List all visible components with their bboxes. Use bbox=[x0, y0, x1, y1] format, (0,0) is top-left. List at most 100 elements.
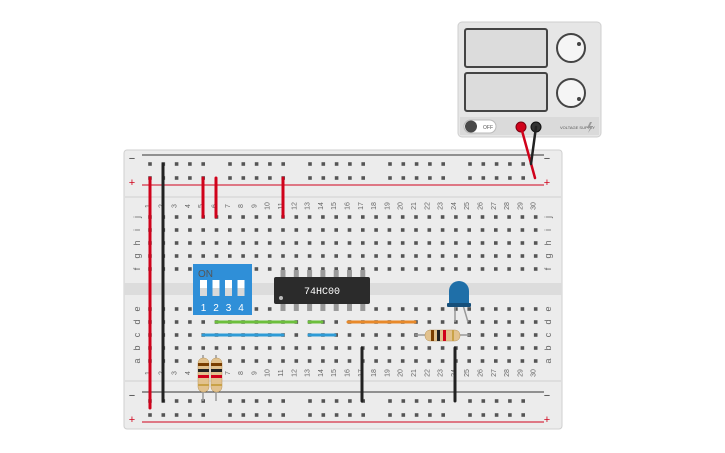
hole[interactable] bbox=[427, 307, 432, 311]
hole[interactable] bbox=[241, 241, 245, 245]
hole[interactable] bbox=[440, 254, 445, 258]
hole[interactable] bbox=[520, 254, 525, 258]
hole[interactable] bbox=[427, 215, 432, 219]
hole[interactable] bbox=[307, 241, 312, 245]
hole[interactable] bbox=[214, 228, 219, 232]
hole[interactable] bbox=[267, 359, 272, 363]
rail-hole[interactable] bbox=[441, 162, 445, 166]
hole[interactable] bbox=[334, 254, 338, 258]
hole[interactable] bbox=[294, 241, 299, 245]
rail-hole[interactable] bbox=[401, 399, 406, 403]
hole[interactable] bbox=[321, 267, 325, 271]
hole[interactable] bbox=[321, 346, 325, 350]
hole[interactable] bbox=[374, 346, 378, 350]
hole[interactable] bbox=[494, 215, 498, 219]
hole[interactable] bbox=[467, 359, 471, 363]
hole[interactable] bbox=[533, 241, 538, 245]
hole[interactable] bbox=[174, 267, 179, 271]
hole[interactable] bbox=[174, 307, 179, 311]
hole[interactable] bbox=[533, 359, 538, 363]
hole[interactable] bbox=[387, 267, 392, 271]
rail-hole[interactable] bbox=[281, 162, 285, 166]
rail-hole[interactable] bbox=[174, 162, 179, 166]
hole[interactable] bbox=[267, 267, 272, 271]
hole[interactable] bbox=[361, 241, 365, 245]
rail-hole[interactable] bbox=[254, 162, 259, 166]
rail-hole[interactable] bbox=[508, 176, 512, 180]
hole[interactable] bbox=[307, 346, 312, 350]
hole[interactable] bbox=[440, 215, 445, 219]
rail-hole[interactable] bbox=[508, 399, 512, 403]
hole[interactable] bbox=[480, 307, 485, 311]
hole[interactable] bbox=[414, 228, 418, 232]
rail-hole[interactable] bbox=[428, 399, 432, 403]
rail-hole[interactable] bbox=[241, 176, 246, 180]
hole[interactable] bbox=[188, 215, 192, 219]
hole[interactable] bbox=[174, 320, 179, 324]
hole[interactable] bbox=[480, 241, 485, 245]
hole[interactable] bbox=[374, 307, 378, 311]
hole[interactable] bbox=[241, 346, 245, 350]
hole[interactable] bbox=[507, 346, 511, 350]
resistor-vertical-1[interactable] bbox=[197, 355, 210, 401]
hole[interactable] bbox=[387, 228, 392, 232]
hole[interactable] bbox=[241, 254, 245, 258]
hole[interactable] bbox=[533, 267, 538, 271]
hole[interactable] bbox=[507, 359, 511, 363]
hole[interactable] bbox=[480, 228, 485, 232]
hole[interactable] bbox=[321, 228, 325, 232]
hole[interactable] bbox=[427, 254, 432, 258]
hole[interactable] bbox=[494, 359, 498, 363]
hole[interactable] bbox=[520, 359, 525, 363]
rail-hole[interactable] bbox=[441, 399, 445, 403]
hole[interactable] bbox=[188, 241, 192, 245]
rail-hole[interactable] bbox=[321, 162, 326, 166]
hole[interactable] bbox=[174, 228, 179, 232]
hole[interactable] bbox=[254, 254, 259, 258]
hole[interactable] bbox=[228, 215, 232, 219]
hole[interactable] bbox=[201, 346, 205, 350]
rail-hole[interactable] bbox=[428, 176, 432, 180]
hole[interactable] bbox=[480, 346, 485, 350]
rail-hole[interactable] bbox=[201, 162, 205, 166]
hole[interactable] bbox=[520, 333, 525, 337]
hole[interactable] bbox=[387, 215, 392, 219]
hole[interactable] bbox=[454, 215, 458, 219]
hole[interactable] bbox=[387, 307, 392, 311]
hole[interactable] bbox=[427, 359, 432, 363]
hole[interactable] bbox=[228, 228, 232, 232]
hole[interactable] bbox=[400, 215, 405, 219]
hole[interactable] bbox=[533, 346, 538, 350]
rail-hole[interactable] bbox=[361, 162, 365, 166]
hole[interactable] bbox=[440, 359, 445, 363]
hole[interactable] bbox=[188, 346, 192, 350]
hole[interactable] bbox=[294, 267, 299, 271]
rail-hole[interactable] bbox=[414, 399, 419, 403]
rail-hole[interactable] bbox=[388, 162, 392, 166]
hole[interactable] bbox=[467, 267, 471, 271]
hole[interactable] bbox=[414, 307, 418, 311]
hole[interactable] bbox=[347, 346, 352, 350]
hole[interactable] bbox=[440, 346, 445, 350]
hole[interactable] bbox=[307, 228, 312, 232]
hole[interactable] bbox=[188, 307, 192, 311]
rail-hole[interactable] bbox=[494, 413, 499, 417]
hole[interactable] bbox=[254, 307, 259, 311]
rail-hole[interactable] bbox=[481, 162, 486, 166]
hole[interactable] bbox=[281, 346, 285, 350]
rail-hole[interactable] bbox=[174, 176, 179, 180]
rail-hole[interactable] bbox=[228, 176, 232, 180]
hole[interactable] bbox=[414, 215, 418, 219]
hole[interactable] bbox=[267, 254, 272, 258]
rail-hole[interactable] bbox=[148, 413, 152, 417]
hole[interactable] bbox=[520, 241, 525, 245]
hole[interactable] bbox=[467, 346, 471, 350]
hole[interactable] bbox=[228, 241, 232, 245]
rail-hole[interactable] bbox=[414, 413, 419, 417]
hole[interactable] bbox=[533, 320, 538, 324]
hole[interactable] bbox=[321, 241, 325, 245]
hole[interactable] bbox=[188, 359, 192, 363]
hole[interactable] bbox=[467, 228, 471, 232]
hole[interactable] bbox=[400, 267, 405, 271]
rail-hole[interactable] bbox=[241, 399, 246, 403]
